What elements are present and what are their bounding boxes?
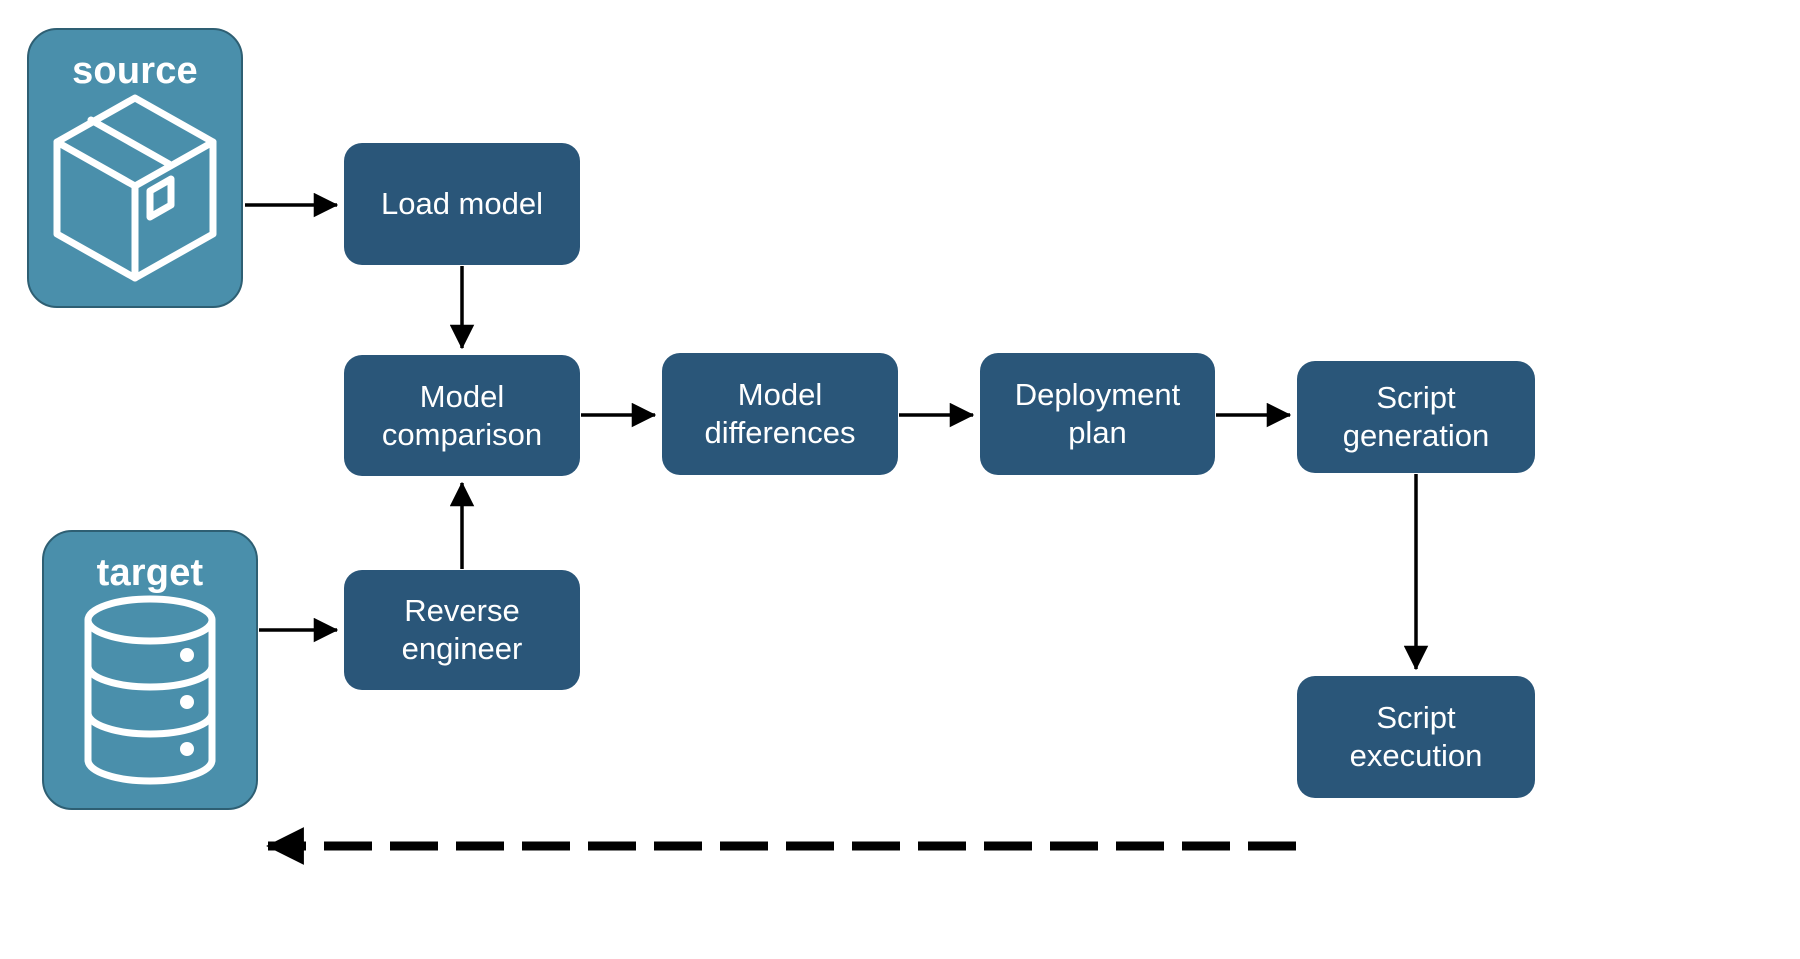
process-reverse-engineer-line1: Reverse — [404, 593, 520, 629]
process-reverse-engineer-line2: engineer — [401, 631, 523, 666]
process-script-execution[interactable]: Script execution — [1297, 676, 1535, 798]
process-load-model-line1: Load model — [380, 186, 543, 222]
process-load-model[interactable]: Load model — [344, 143, 580, 265]
endpoint-target-label: target — [96, 552, 204, 594]
process-script-execution-line2: execution — [1349, 738, 1483, 773]
process-model-comparison-line2: comparison — [381, 416, 543, 452]
process-script-generation[interactable]: Script generation — [1297, 361, 1535, 473]
process-script-generation-line1: Script — [1376, 380, 1456, 416]
package-box-icon — [47, 90, 223, 291]
process-model-differences[interactable]: Model differences — [662, 353, 898, 475]
process-script-execution-line1: Script — [1376, 700, 1456, 736]
process-deployment-plan-line1: Deployment — [1014, 377, 1181, 413]
process-script-generation-line2: generation — [1342, 418, 1490, 453]
endpoint-source-label: source — [72, 50, 198, 92]
endpoint-source[interactable]: source — [27, 28, 243, 308]
process-reverse-engineer[interactable]: Reverse engineer — [344, 570, 580, 690]
process-model-comparison-line1: Model — [419, 378, 505, 414]
process-model-differences-line1: Model — [737, 377, 823, 413]
endpoint-target[interactable]: target — [42, 530, 258, 810]
process-model-differences-line2: differences — [704, 415, 856, 450]
database-cylinder-icon — [75, 592, 225, 793]
process-deployment-plan[interactable]: Deployment plan — [980, 353, 1215, 475]
process-model-comparison[interactable]: Model comparison — [344, 355, 580, 476]
process-deployment-plan-line2: plan — [1068, 415, 1127, 450]
